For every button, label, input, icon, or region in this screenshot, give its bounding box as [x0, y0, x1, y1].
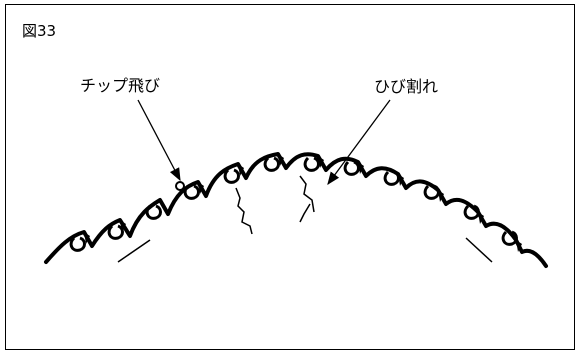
callout-chip-missing: チップ飛び [80, 76, 161, 95]
blade-tooth-edge [44, 152, 548, 268]
arrow-crack [327, 99, 391, 186]
figure-frame [5, 4, 575, 350]
figure-label: 図33 [22, 22, 57, 40]
tooth-gullets [69, 156, 518, 252]
cracks [235, 175, 315, 235]
missing-chip-spot [175, 181, 185, 191]
arrow-chip-missing [137, 99, 181, 182]
carbide-tips [84, 154, 522, 252]
inner-arc [117, 237, 493, 263]
callout-crack: ひび割れ [374, 77, 439, 96]
